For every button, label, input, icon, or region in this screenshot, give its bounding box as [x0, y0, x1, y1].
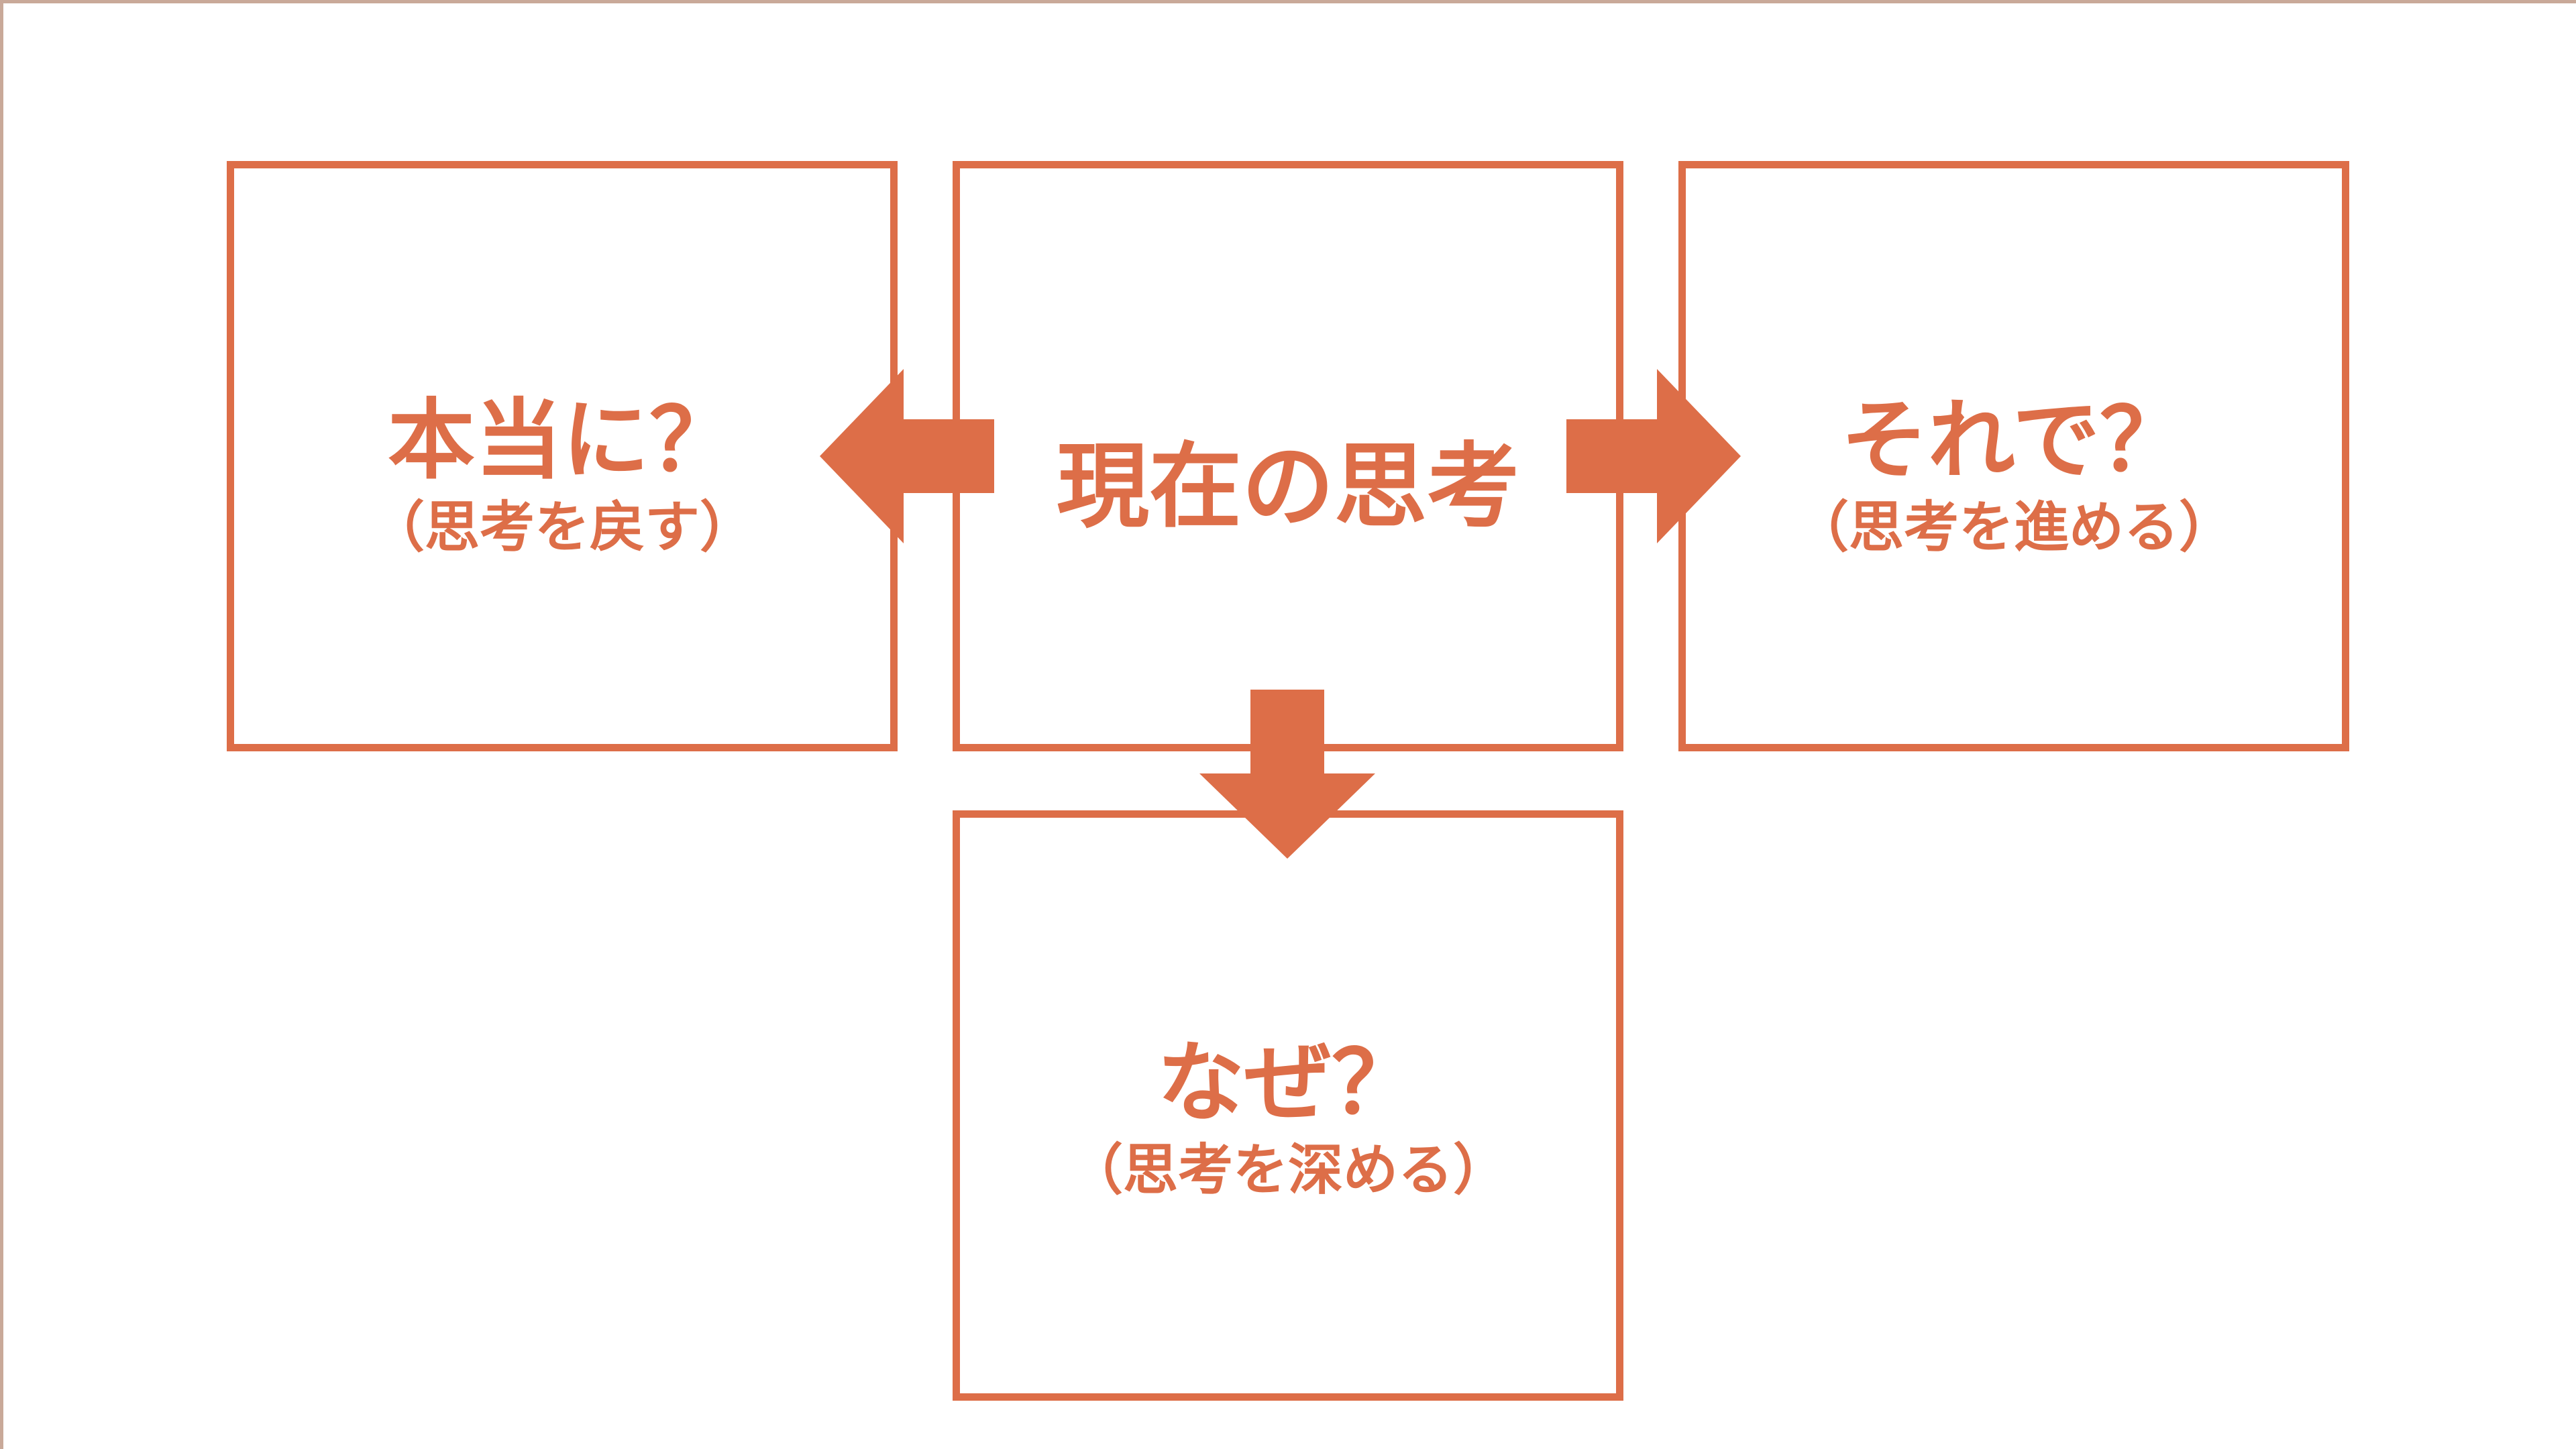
box-go-back-title: 本当に？ [387, 389, 737, 491]
box-go-forward-subtitle: （思考を進める） [1793, 496, 2234, 559]
box-go-forward: それで？ （思考を進める） [1678, 161, 2349, 751]
box-go-deeper-subtitle: （思考を深める） [1067, 1138, 1508, 1202]
box-go-deeper: なぜ？ （思考を深める） [953, 810, 1623, 1401]
box-go-back-subtitle: （思考を戻す） [369, 496, 755, 559]
box-go-forward-title: それで？ [1840, 389, 2188, 491]
box-current-thinking-label: 現在の思考 [1056, 433, 1519, 541]
arrow-right-icon [1566, 369, 1741, 543]
box-go-deeper-title: なぜ？ [1157, 1032, 1419, 1134]
arrow-down-icon [1199, 690, 1375, 859]
arrow-left-icon [820, 369, 994, 543]
box-go-back: 本当に？ （思考を戻す） [227, 161, 898, 751]
box-current-thinking: 現在の思考 [953, 161, 1623, 751]
